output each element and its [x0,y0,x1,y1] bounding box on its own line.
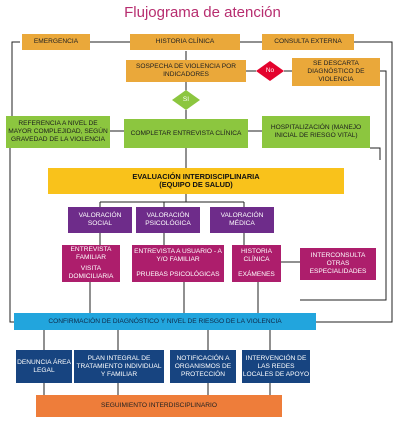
box-detalle-medica: HISTORIA CLÍNICA EXÁMENES [232,245,281,282]
box-seguimiento: SEGUIMIENTO INTERDISCIPLINARIO [36,395,282,417]
box-completar-entrevista: COMPLETAR ENTREVISTA CLÍNICA [124,119,248,148]
connector-descarta-return [300,70,387,301]
detalle-historia-clinica: HISTORIA CLÍNICA [240,248,273,264]
detalle-visita-domiciliaria: VISITA DOMICILIARIA [68,264,114,280]
connector-consulta-return [316,41,393,323]
label-si: SI [182,96,190,103]
box-descarta: SE DESCARTA DIAGNÓSTICO DE VIOLENCIA [292,58,380,86]
detalle-entrevista-usuario: ENTREVISTA A USUARIO - A Y/O FAMILIAR [134,248,222,264]
box-historia-clinica: HISTORIA CLÍNICA [130,34,240,50]
box-plan-integral: PLAN INTEGRAL DE TRATAMIENTO INDIVIDUAL … [74,350,164,383]
connector-referencia-confirmacion [9,148,16,323]
detalle-pruebas-psicologicas: PRUEBAS PSICOLÓGICAS [136,270,220,278]
detalle-examenes: EXÁMENES [238,270,275,278]
evaluacion-line1: EVALUACIÓN INTERDISCIPLINARIA [132,172,260,181]
box-detalle-social: ENTREVISTA FAMILIAR VISITA DOMICILIARIA [62,245,120,282]
diamond-no: No [256,61,284,81]
connector-hospitalizacion-down [370,147,381,160]
box-intervencion: INTERVENCIÓN DE LAS REDES LOCALES DE APO… [242,350,310,383]
box-valoracion-medica: VALORACIÓN MÉDICA [210,207,274,233]
box-valoracion-psicologica: VALORACIÓN PSICOLÓGICA [136,207,200,233]
box-consulta-externa: CONSULTA EXTERNA [262,34,354,50]
box-referencia: REFERENCIA A NIVEL DE MAYOR COMPLEJIDAD,… [6,116,110,148]
box-valoracion-social: VALORACIÓN SOCIAL [68,207,132,233]
box-confirmacion: CONFIRMACIÓN DE DIAGNÓSTICO Y NIVEL DE R… [14,313,316,330]
box-hospitalizacion: HOSPITALIZACIÓN (MANEJO INICIAL DE RIESG… [262,116,370,148]
evaluacion-line2: (EQUIPO DE SALUD) [159,180,233,189]
label-no: No [265,67,275,74]
detalle-entrevista-familiar: ENTREVISTA FAMILIAR [70,246,112,262]
box-evaluacion: EVALUACIÓN INTERDISCIPLINARIA (EQUIPO DE… [48,168,344,194]
diamond-si: SI [172,90,200,110]
box-denuncia: DENUNCIA ÁREA LEGAL [16,350,72,383]
box-detalle-psicologica: ENTREVISTA A USUARIO - A Y/O FAMILIAR PR… [132,245,224,282]
box-sospecha: SOSPECHA DE VIOLENCIA POR INDICADORES [126,60,246,82]
diagram-title: Flujograma de atención [124,4,281,21]
box-emergencia: EMERGENCIA [22,34,90,50]
box-notificacion: NOTIFICACIÓN A ORGANISMOS DE PROTECCIÓN [170,350,236,383]
box-interconsulta: INTERCONSULTA OTRAS ESPECIALIDADES [300,248,376,280]
